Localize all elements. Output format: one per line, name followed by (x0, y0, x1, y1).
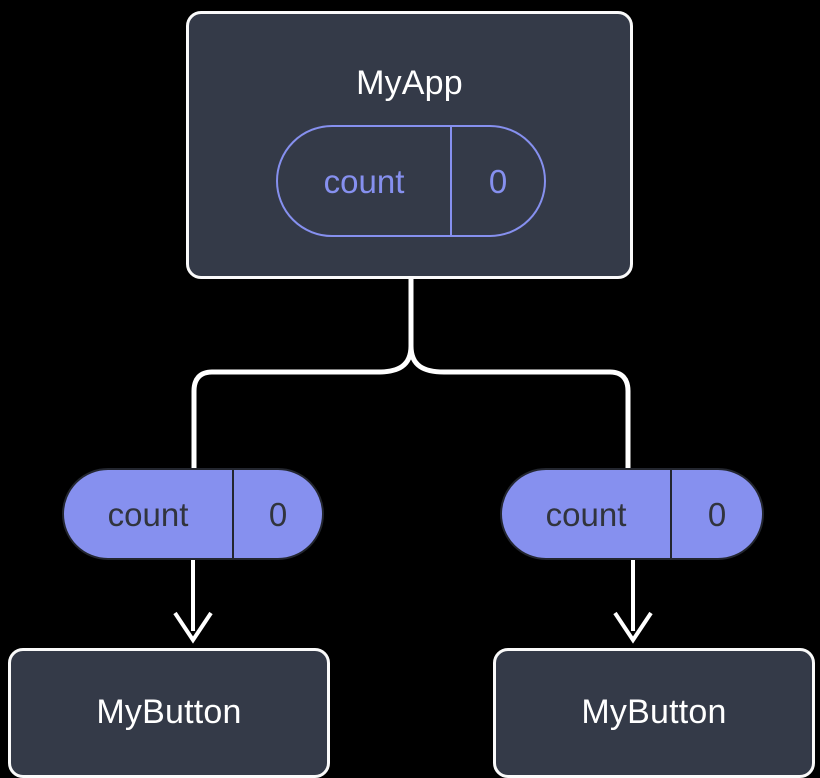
widget-label-mybutton-right: MyButton (581, 693, 727, 731)
widget-label-myapp: MyApp (356, 64, 463, 102)
arrow-head-left (173, 611, 213, 644)
fork-connector-right (408, 343, 631, 473)
state-pill-branch-right[interactable]: count 0 (500, 468, 764, 560)
widget-card-mybutton-right[interactable]: MyButton (493, 648, 815, 778)
widget-label-mybutton-left: MyButton (96, 693, 242, 731)
state-value-branch-right: 0 (670, 470, 762, 558)
state-key-branch-left: count (107, 495, 189, 533)
widget-card-mybutton-left[interactable]: MyButton (8, 648, 330, 778)
state-pill-root[interactable]: count 0 (276, 125, 546, 237)
state-value-root: 0 (450, 127, 544, 235)
state-value-branch-left: 0 (232, 470, 322, 558)
state-key-branch-right: count (545, 495, 627, 533)
fork-connector-left (191, 276, 414, 473)
state-pill-branch-left[interactable]: count 0 (62, 468, 324, 560)
state-key-root: count (323, 162, 405, 200)
arrow-head-right (613, 611, 653, 644)
